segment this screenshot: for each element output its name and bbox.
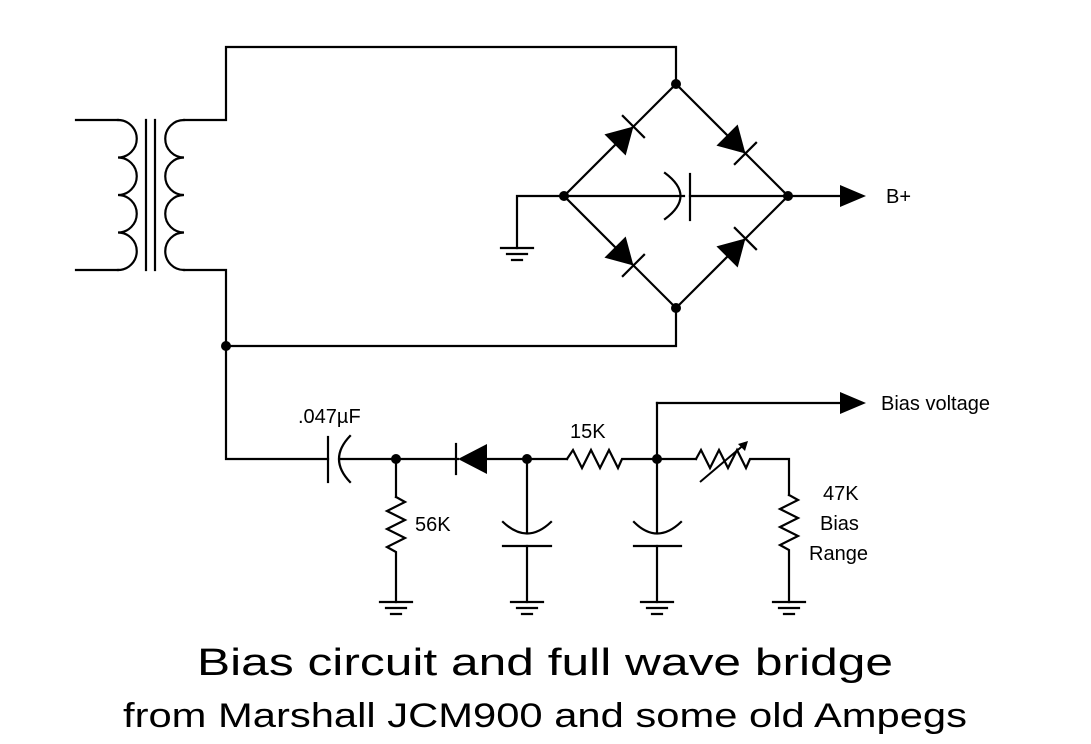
- ground-symbols: [378, 246, 807, 616]
- diagram-subtitle: from Marshall JCM900 and some old Ampegs: [123, 697, 967, 735]
- variable-resistor-icon: [694, 447, 791, 497]
- bridge-diode-bottom-right-icon: [716, 226, 758, 268]
- bias-voltage-label: Bias voltage: [881, 393, 990, 415]
- capacitor-c2-curve: [501, 520, 553, 535]
- diagram-title: Bias circuit and full wave bridge: [197, 642, 893, 684]
- transformer-core: [144, 118, 157, 272]
- ground-icon: [378, 600, 414, 616]
- r15k-label: 15K: [570, 421, 606, 443]
- resistor-15k-icon: [565, 447, 698, 471]
- diode-d1-icon: [458, 444, 487, 474]
- ground-icon: [639, 600, 675, 616]
- b-plus-arrow-icon: [840, 185, 866, 207]
- coupling-cap-label: .047µF: [298, 406, 361, 428]
- bias-range-label-1: Bias: [820, 513, 859, 535]
- ground-icon: [499, 246, 535, 262]
- capacitor-c3-curve: [632, 520, 683, 535]
- bias-voltage-arrow-icon: [840, 392, 866, 414]
- ground-icon: [771, 600, 807, 616]
- secondary-winding-icon: [164, 118, 186, 272]
- resistor-47k-icon: [777, 493, 801, 604]
- ground-icon: [509, 600, 545, 616]
- bridge-diode-top-right-icon: [716, 124, 758, 166]
- b-plus-label: B+: [886, 186, 911, 208]
- bridge-rectifier: [515, 82, 866, 310]
- filter-capacitor-curve: [663, 171, 682, 221]
- primary-winding-icon: [116, 118, 138, 272]
- transformer: [74, 45, 678, 461]
- bias-range-label-2: Range: [809, 543, 868, 565]
- r47k-label: 47K: [823, 483, 859, 505]
- resistor-56k-icon: [384, 495, 408, 604]
- bridge-diode-bottom-left-icon: [604, 236, 646, 278]
- junction-dots: [221, 79, 793, 464]
- bridge-diode-top-left-icon: [604, 114, 646, 156]
- r56k-label: 56K: [415, 514, 451, 536]
